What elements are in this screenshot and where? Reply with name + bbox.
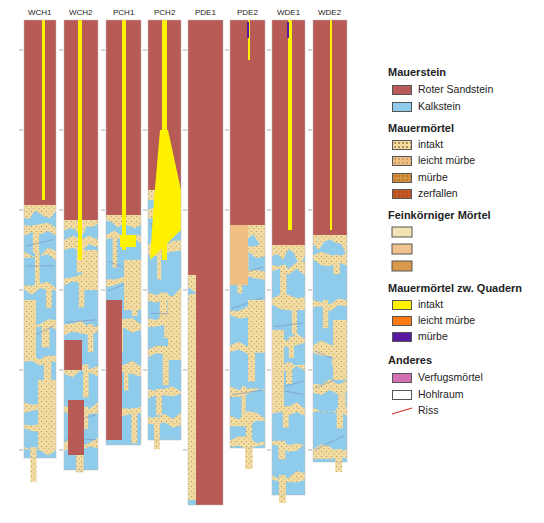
legend-swatch [392, 102, 412, 112]
core-column [267, 20, 305, 503]
core-label: PCH1 [113, 9, 134, 18]
core-label: WDE1 [277, 9, 300, 18]
legend-heading: Mauerstein [388, 66, 446, 78]
legend-swatch [392, 316, 412, 326]
core-label: WCH1 [28, 9, 52, 18]
legend-swatch [392, 332, 412, 342]
core-column [59, 20, 98, 472]
legend-text: intakt [418, 299, 443, 311]
legend-swatch-plain [392, 244, 412, 254]
legend-swatch [392, 156, 412, 166]
crack-sample [392, 408, 412, 414]
legend-text: Roter Sandstein [418, 84, 493, 96]
legend-swatch [392, 85, 412, 95]
legend-text: leicht mürbe [418, 315, 475, 327]
legend-swatch-plain [392, 227, 412, 237]
core-label: PDE2 [237, 9, 258, 18]
legend-swatch [392, 300, 412, 310]
legend-heading: Mauermörtel zw. Quadern [388, 282, 522, 294]
core-label: WDE2 [318, 9, 341, 18]
legend-swatch [392, 173, 412, 183]
core-column [183, 20, 223, 505]
core-column [225, 20, 265, 469]
legend-text: mürbe [418, 172, 448, 184]
legend-swatch [392, 140, 412, 150]
legend-swatch-plain [392, 261, 412, 271]
legend-heading: Mauermörtel [388, 122, 454, 134]
core-column [143, 20, 181, 449]
core-label: PDE1 [195, 9, 216, 18]
legend-heading: Feinkörniger Mörtel [388, 209, 491, 221]
core-column [101, 20, 141, 445]
core-column [19, 20, 56, 482]
legend-heading: Anderes [388, 354, 432, 366]
legend-text: zerfallen [418, 188, 458, 200]
legend-text: Verfugsmörtel [418, 372, 483, 384]
legend-text: leicht mürbe [418, 155, 475, 167]
legend-text: Hohlraum [418, 389, 464, 401]
legend-swatch [392, 189, 412, 199]
legend-text: mürbe [418, 331, 448, 343]
core-label: PCH2 [154, 9, 175, 18]
legend-text: Riss [418, 405, 438, 417]
legend-text: intakt [418, 139, 443, 151]
core-label: WCH2 [69, 9, 93, 18]
legend-swatch [392, 373, 412, 383]
core-column [308, 20, 347, 472]
legend-swatch [392, 390, 412, 400]
legend-text: Kalkstein [418, 101, 461, 113]
